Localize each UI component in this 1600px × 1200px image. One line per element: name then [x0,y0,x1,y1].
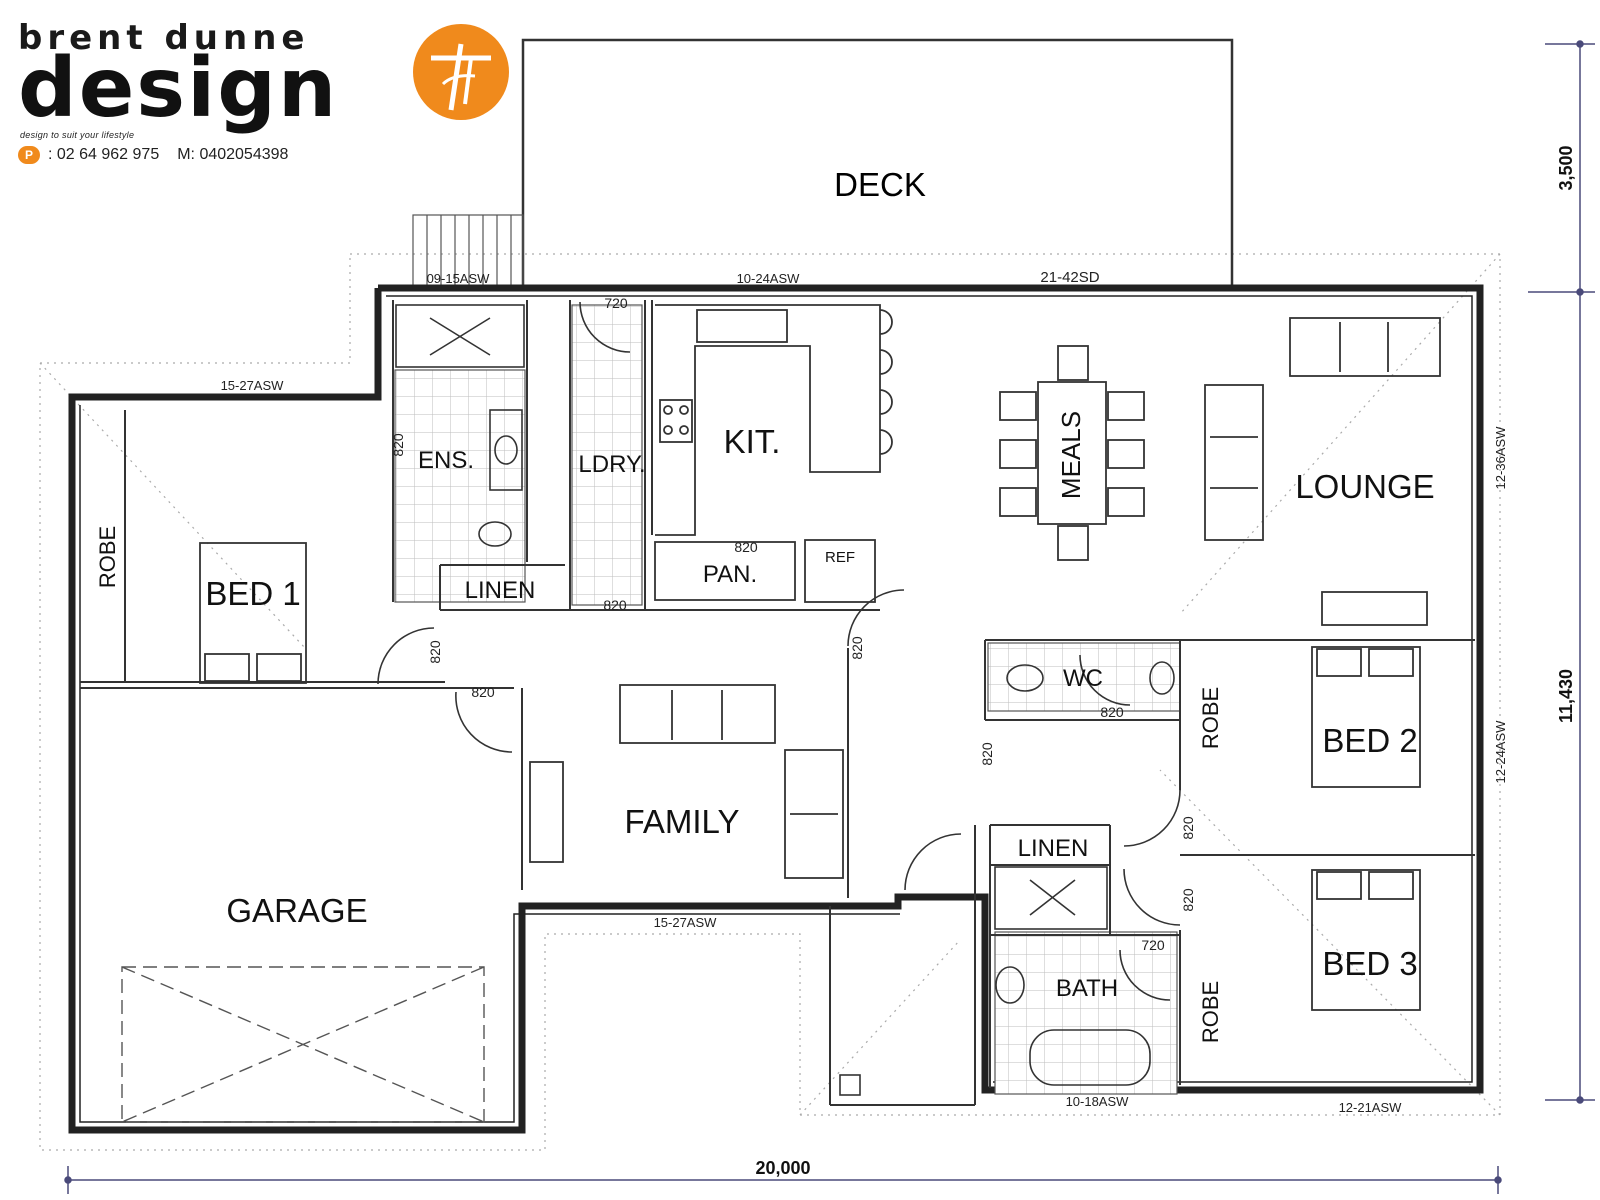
phone-icon: P [18,146,40,164]
meals-label: MEALS [1056,411,1086,499]
door-swings [377,301,1181,1001]
interior-walls [80,300,1475,1106]
robe-3-label: ROBE [1198,981,1223,1043]
door-820-hall: 820 [979,742,995,766]
fixtures [395,304,1175,1096]
window-1527-a: 15-27ASW [221,378,285,393]
linen-1-label: LINEN [465,577,536,604]
door-820-bed3: 820 [1180,888,1196,912]
dim-house-depth: 11,430 [1556,669,1576,723]
deck-label: DECK [834,166,926,203]
door-820-bed2: 820 [1180,816,1196,840]
pantry-label: PAN. [703,561,757,588]
roof-outline [39,253,1501,1151]
brand-contact: P : 02 64 962 975 M: 0402054398 [18,146,288,164]
door-820-ensuite: 820 [390,433,406,457]
door-820-laundry: 820 [603,597,627,613]
meals-table [999,345,1145,561]
phone-number: : 02 64 962 975 [48,146,160,163]
window-labels: 09-15ASW 10-24ASW 21-42SD 15-27ASW 12-36… [221,269,1508,1115]
linen-2-label: LINEN [1018,835,1089,862]
brand-name-main: design [18,41,339,136]
brand-block: brent dunne design design to suit your l… [18,18,518,168]
kitchen-bench [654,304,893,603]
dimension-lines [64,40,1595,1194]
bed-1-label: BED 1 [205,575,300,612]
fridge-label: REF [825,549,855,566]
bed-3-furniture [1311,869,1421,1011]
wc-label: WC [1063,665,1103,692]
deck-stairs [412,214,524,289]
dim-overall-width: 20,000 [755,1158,810,1178]
bath-label: BATH [1056,975,1118,1002]
window-1224: 12-24ASW [1493,720,1508,784]
exterior-walls [68,284,1484,1134]
lounge-furniture [1204,317,1441,626]
ensuite-label: ENS. [418,447,474,474]
brand-logo-icon [413,24,509,120]
mobile-number: M: 0402054398 [177,146,289,163]
family-label: FAMILY [625,803,740,840]
door-820-wc: 820 [1100,704,1124,720]
window-1024: 10-24ASW [737,271,801,286]
laundry-tiles [571,304,643,606]
bed-1-furniture [199,542,307,684]
brand-name-top: brent dunne [18,18,310,58]
door-820-garage: 820 [471,684,495,700]
door-820-family: 820 [849,636,865,660]
family-furniture [529,684,844,879]
bed-2-label: BED 2 [1322,722,1417,759]
door-labels: 720 820 820 820 820 820 820 820 820 820 … [390,295,1196,953]
door-820-bed1: 820 [427,640,443,664]
door-720-laundry: 720 [604,295,628,311]
window-1018: 10-18ASW [1066,1094,1130,1109]
laundry-label: LDRY. [578,451,645,478]
brand-tagline: design to suit your lifestyle [20,130,135,140]
bed-2-furniture [1311,646,1421,788]
dimension-labels: 3,500 11,430 20,000 [755,145,1576,1178]
window-1236: 12-36ASW [1493,426,1508,490]
door-820-pantry: 820 [734,539,758,555]
robe-2-label: ROBE [1198,687,1223,749]
window-1221: 12-21ASW [1339,1100,1403,1115]
bath-tiles [994,931,1178,1095]
robe-1-label: ROBE [95,526,120,588]
window-0915: 09-15ASW [427,271,491,286]
garage-door [121,966,485,1123]
dim-deck-depth: 3,500 [1556,145,1576,190]
lounge-label: LOUNGE [1295,468,1434,505]
garage-label: GARAGE [226,892,367,929]
room-labels: KIT. MEALS LOUNGE ENS. LDRY. PAN. REF LI… [95,411,1435,1043]
window-1527-b: 15-27ASW [654,915,718,930]
deck: DECK [521,38,1234,288]
window-2142: 21-42SD [1040,269,1099,286]
door-720-bath: 720 [1141,937,1165,953]
bed-3-label: BED 3 [1322,945,1417,982]
wc-tiles [987,642,1181,712]
ensuite-tiles [394,369,526,603]
kitchen-label: KIT. [724,423,781,460]
